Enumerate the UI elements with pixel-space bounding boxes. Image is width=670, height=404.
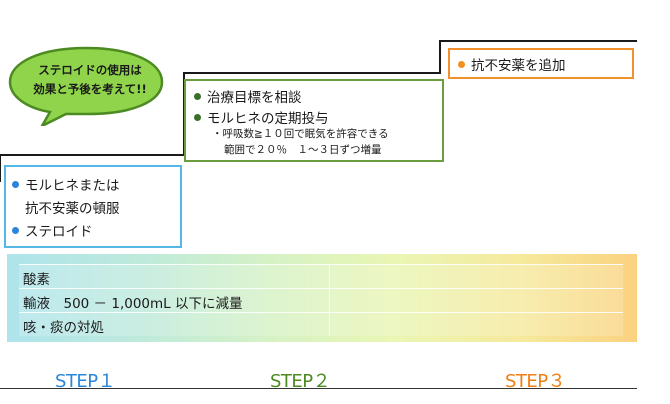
speech-bubble: ステロイドの使用は 効果と予後を考えて!! [6, 44, 166, 126]
step3-item-1: 抗不安薬を追加 [458, 54, 566, 74]
bullet-icon [12, 180, 19, 188]
step2-item-1: 治療目標を相談 [194, 86, 302, 106]
band-row-cough: 咳・痰の対処 [23, 320, 104, 336]
baseline-rule [0, 388, 637, 389]
step1-label: STEP１ [55, 371, 116, 392]
step1-item-1-cont: 抗不安薬の頓服 [25, 201, 120, 217]
bullet-icon [194, 92, 201, 100]
step1-item-2: ステロイド [12, 220, 93, 240]
step1-item-1: モルヒネまたは [12, 174, 120, 194]
band-row: 咳・痰の対処 [19, 312, 623, 336]
bubble-line-2: 効果と予後を考えて!! [33, 82, 147, 96]
step2-subnote-2: 範囲で２０％ １～３日ずつ増量 [224, 144, 382, 156]
bullet-icon [194, 113, 201, 121]
bullet-icon [458, 60, 465, 68]
band-divider [329, 264, 330, 336]
step3-box: 抗不安薬を追加 [448, 48, 634, 79]
band-row-oxygen: 酸素 [23, 272, 50, 288]
step2-box: 治療目標を相談 モルヒネの定期投与 ・呼吸数≧１０回で眠気を許容できる 範囲で２… [184, 79, 444, 162]
step2-label: STEP２ [270, 371, 331, 392]
band-row-infusion: 輸液 500 － 1,000mL 以下に減量 [23, 296, 243, 312]
common-care-band: 酸素 輸液 500 － 1,000mL 以下に減量 咳・痰の対処 [7, 254, 637, 342]
step2-subnote-1: ・呼吸数≧１０回で眠気を許容できる [212, 128, 389, 140]
band-row: 酸素 [19, 264, 623, 288]
bubble-line-1: ステロイドの使用は [38, 63, 142, 77]
step1-box: モルヒネまたは 抗不安薬の頓服 ステロイド [4, 165, 182, 248]
bullet-icon [12, 226, 19, 234]
step3-label: STEP３ [505, 371, 566, 392]
band-row: 輸液 500 － 1,000mL 以下に減量 [19, 288, 623, 312]
step2-item-2: モルヒネの定期投与 [194, 107, 329, 127]
